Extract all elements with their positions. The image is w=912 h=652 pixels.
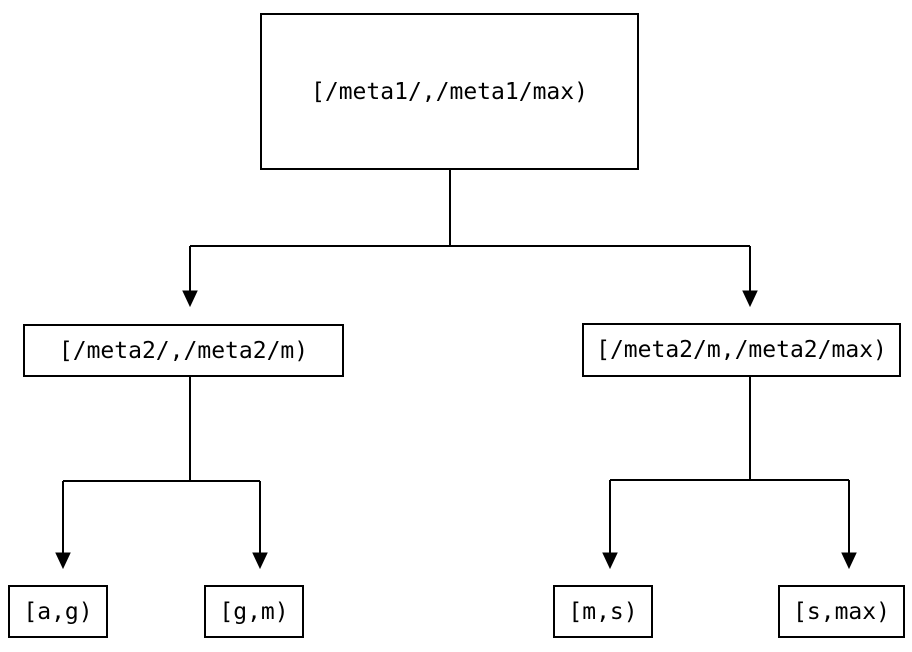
arrowhead-mid-left-icon	[182, 290, 198, 308]
arrowhead-leaf-smax-icon	[841, 552, 857, 570]
arrowhead-leaf-gm-icon	[252, 552, 268, 570]
node-root-interval: [/meta1/,/meta1/max)	[260, 13, 639, 170]
node-leaf-m-s: [m,s)	[553, 585, 653, 638]
node-leaf-s-max: [s,max)	[778, 585, 905, 638]
arrowhead-mid-right-icon	[742, 290, 758, 308]
arrowhead-leaf-ag-icon	[55, 552, 71, 570]
node-leaf-g-m: [g,m)	[204, 585, 304, 638]
arrowhead-leaf-ms-icon	[602, 552, 618, 570]
node-meta2-left-interval: [/meta2/,/meta2/m)	[23, 324, 344, 377]
node-meta2-right-interval: [/meta2/m,/meta2/max)	[582, 323, 901, 377]
node-leaf-a-g: [a,g)	[8, 585, 108, 638]
